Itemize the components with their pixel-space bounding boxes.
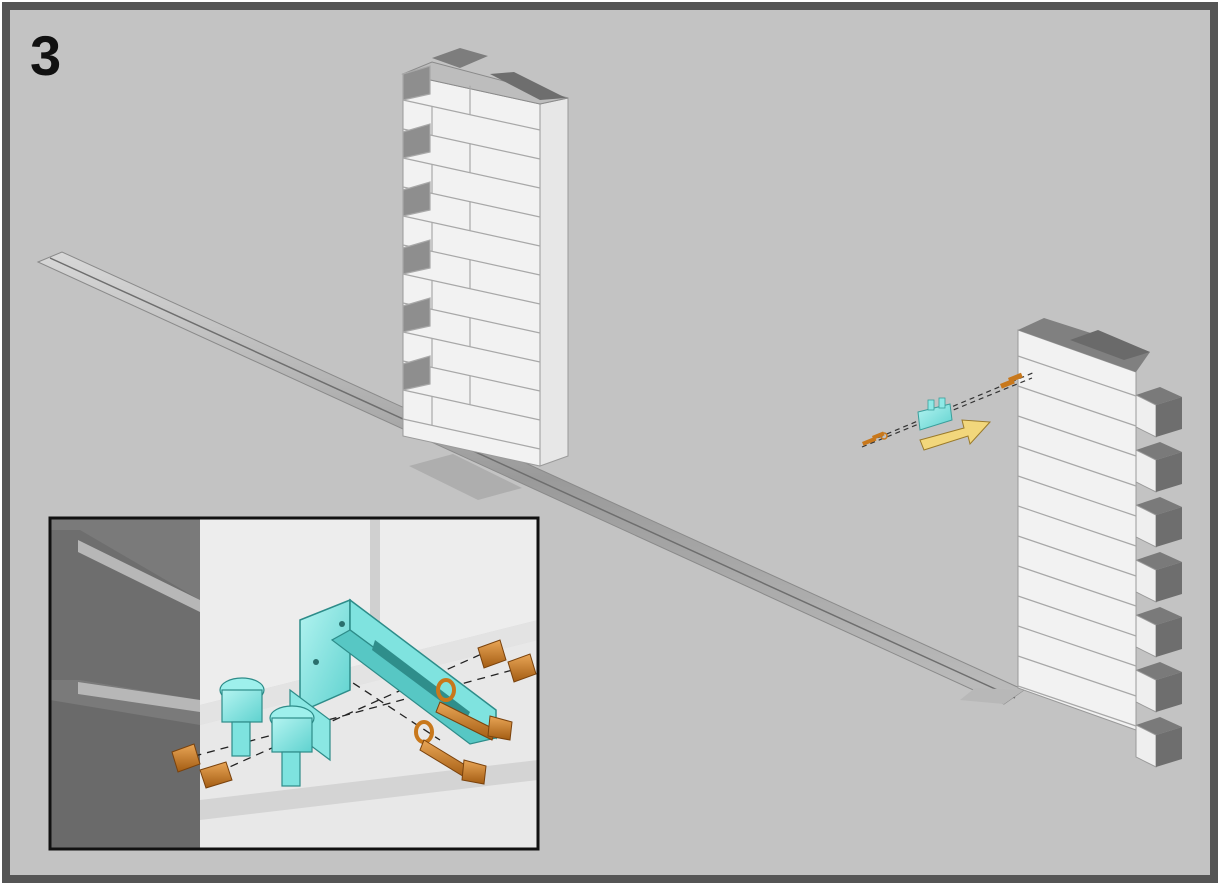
brick-protrusion	[1136, 717, 1182, 767]
left-brick-pillar	[403, 48, 568, 466]
brick-protrusion	[1136, 442, 1182, 492]
brick-protrusion	[1136, 497, 1182, 547]
brick-protrusion	[1136, 607, 1182, 657]
step-number: 3	[30, 28, 61, 84]
brick-protrusion	[1136, 662, 1182, 712]
detail-inset	[50, 518, 538, 849]
brick-protrusion	[1136, 387, 1182, 437]
brick-protrusion	[1136, 552, 1182, 602]
